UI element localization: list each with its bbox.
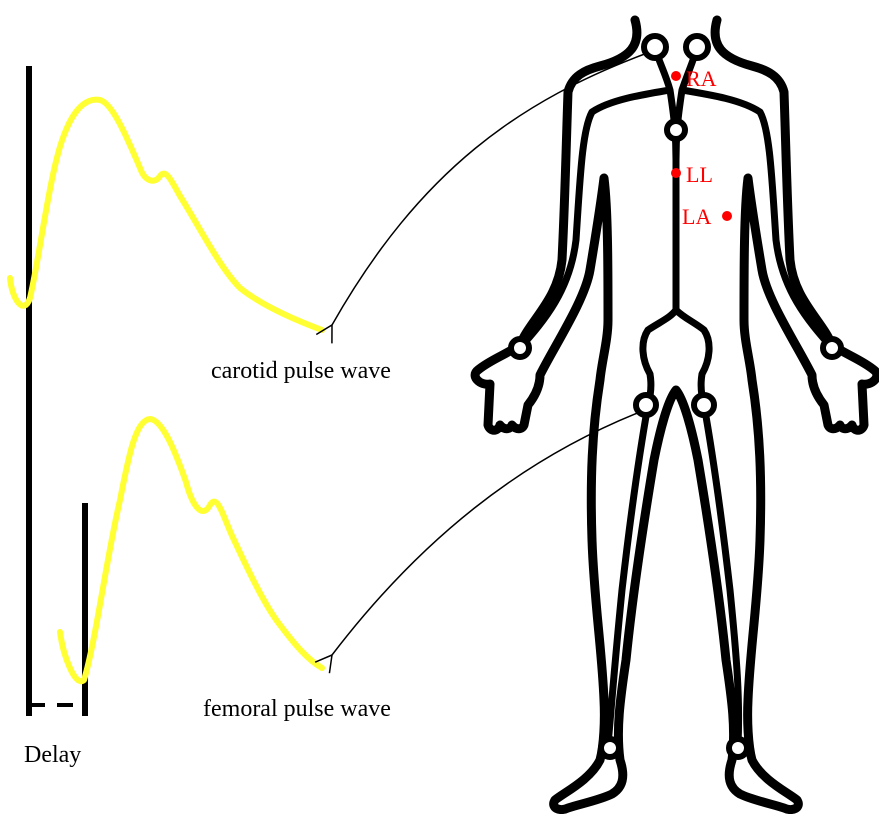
left-femoral-node — [694, 395, 714, 415]
left-wrist-node — [823, 339, 841, 357]
left-ankle-node — [729, 739, 747, 757]
right-wrist-node — [511, 339, 529, 357]
electrode-ll-label: LL — [686, 162, 713, 187]
waveform-panel: Delay carotid pulse wave femoral pulse w… — [10, 66, 391, 768]
right-carotid-node — [686, 36, 708, 58]
body-figure — [475, 20, 877, 810]
carotid-pulse-wave-label: carotid pulse wave — [211, 358, 391, 384]
delay-label: Delay — [24, 742, 81, 768]
electrode-ra-label: RA — [686, 66, 717, 91]
electrode-ll-dot — [671, 168, 681, 178]
right-femoral-node — [636, 395, 656, 415]
right-ankle-node — [601, 739, 619, 757]
delay-bracket — [29, 705, 85, 716]
femoral-pulse-wave-label: femoral pulse wave — [203, 696, 391, 722]
electrode-la-label: LA — [682, 204, 711, 229]
electrode-ra-dot — [671, 71, 681, 81]
carotid-pulse-waveform — [10, 100, 322, 330]
electrode-la-dot — [722, 211, 732, 221]
femoral-pulse-waveform — [60, 419, 322, 681]
aortic-node — [667, 121, 685, 139]
left-carotid-node — [644, 36, 666, 58]
